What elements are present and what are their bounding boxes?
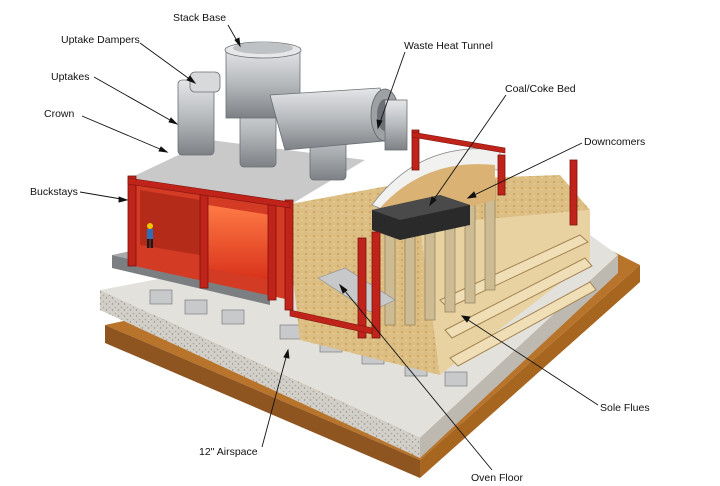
label-waste-heat-tunnel: Waste Heat Tunnel (404, 40, 493, 52)
waste-heat-tunnel (270, 88, 407, 150)
label-stack-base: Stack Base (173, 12, 226, 24)
label-coal-coke-bed: Coal/Coke Bed (505, 83, 576, 95)
label-buckstays: Buckstays (30, 186, 78, 198)
label-uptake-dampers: Uptake Dampers (61, 34, 140, 46)
label-downcomers: Downcomers (584, 136, 645, 148)
label-sole-flues: Sole Flues (600, 402, 650, 414)
label-12-inch-airspace: 12" Airspace (199, 446, 258, 458)
label-uptakes: Uptakes (51, 71, 90, 83)
label-oven-floor: Oven Floor (471, 472, 523, 484)
label-crown: Crown (44, 108, 74, 120)
